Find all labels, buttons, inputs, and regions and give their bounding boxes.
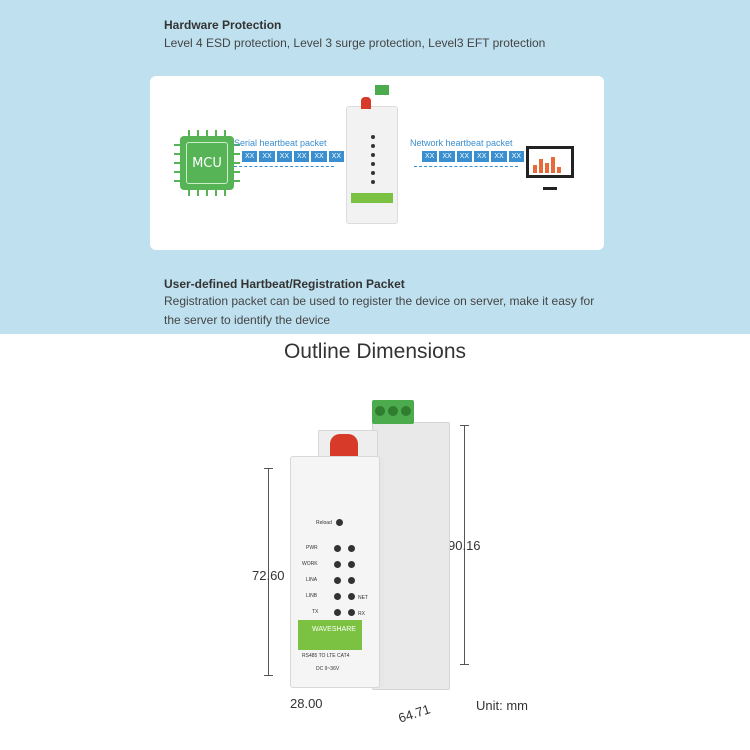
- total-height-value: 90.16: [448, 538, 481, 553]
- lina-label: LINA: [306, 577, 318, 583]
- mcu-label: MCU: [192, 155, 222, 171]
- feature-band: Hardware Protection Level 4 ESD protecti…: [0, 0, 750, 334]
- device-side-housing: [372, 422, 450, 690]
- serial-heartbeat-label: Serial heartbeat packet: [234, 138, 327, 148]
- linb-led: [334, 593, 341, 600]
- brand-label: WAVESHARE: [298, 620, 362, 650]
- lina-led: [334, 577, 341, 584]
- led-4: [348, 561, 355, 568]
- rx-label: RX: [358, 611, 365, 617]
- outline-dimensions-title: Outline Dimensions: [283, 340, 467, 363]
- pwr-label: PWR: [306, 545, 318, 551]
- network-heartbeat-label: Network heartbeat packet: [410, 138, 513, 148]
- net-led: [348, 593, 355, 600]
- mcu-chip-icon: MCU: [174, 130, 240, 196]
- front-height-value: 72.60: [252, 568, 285, 583]
- net-label: NET: [358, 595, 368, 601]
- text-hardware-protection: Level 4 ESD protection, Level 3 surge pr…: [164, 36, 546, 50]
- power-label: DC 9~36V: [316, 666, 340, 672]
- linb-label: LINB: [306, 593, 318, 599]
- brand-name: WAVESHARE: [312, 626, 356, 633]
- tx-label: TX: [312, 609, 319, 615]
- heading-registration-packet: User-defined Hartbeat/Registration Packe…: [164, 277, 405, 291]
- model-label: RS485 TO LTE CAT4: [302, 653, 350, 659]
- width-value: 28.00: [290, 696, 323, 711]
- text-registration-line2: the server to identify the device: [164, 313, 331, 327]
- depth-value: 64.71: [396, 701, 433, 726]
- led-2: [348, 545, 355, 552]
- reload-button: [336, 519, 343, 526]
- total-height-dimension-line: [460, 425, 469, 665]
- terminal-block: [372, 400, 414, 424]
- led-6: [348, 577, 355, 584]
- pwr-led: [334, 545, 341, 552]
- rx-led: [348, 609, 355, 616]
- network-arrow: [414, 166, 518, 167]
- work-led: [334, 561, 341, 568]
- unit-label: Unit: mm: [476, 698, 528, 713]
- serial-arrow: [234, 166, 334, 167]
- reload-label: Reload: [316, 520, 332, 526]
- monitor-icon: [526, 146, 574, 190]
- tx-led: [334, 609, 341, 616]
- gateway-device-image: [346, 85, 398, 224]
- text-registration-line1: Registration packet can be used to regis…: [164, 294, 595, 308]
- work-label: WORK: [302, 561, 318, 567]
- heading-hardware-protection: Hardware Protection: [164, 18, 282, 32]
- front-height-dimension-line: [264, 468, 273, 676]
